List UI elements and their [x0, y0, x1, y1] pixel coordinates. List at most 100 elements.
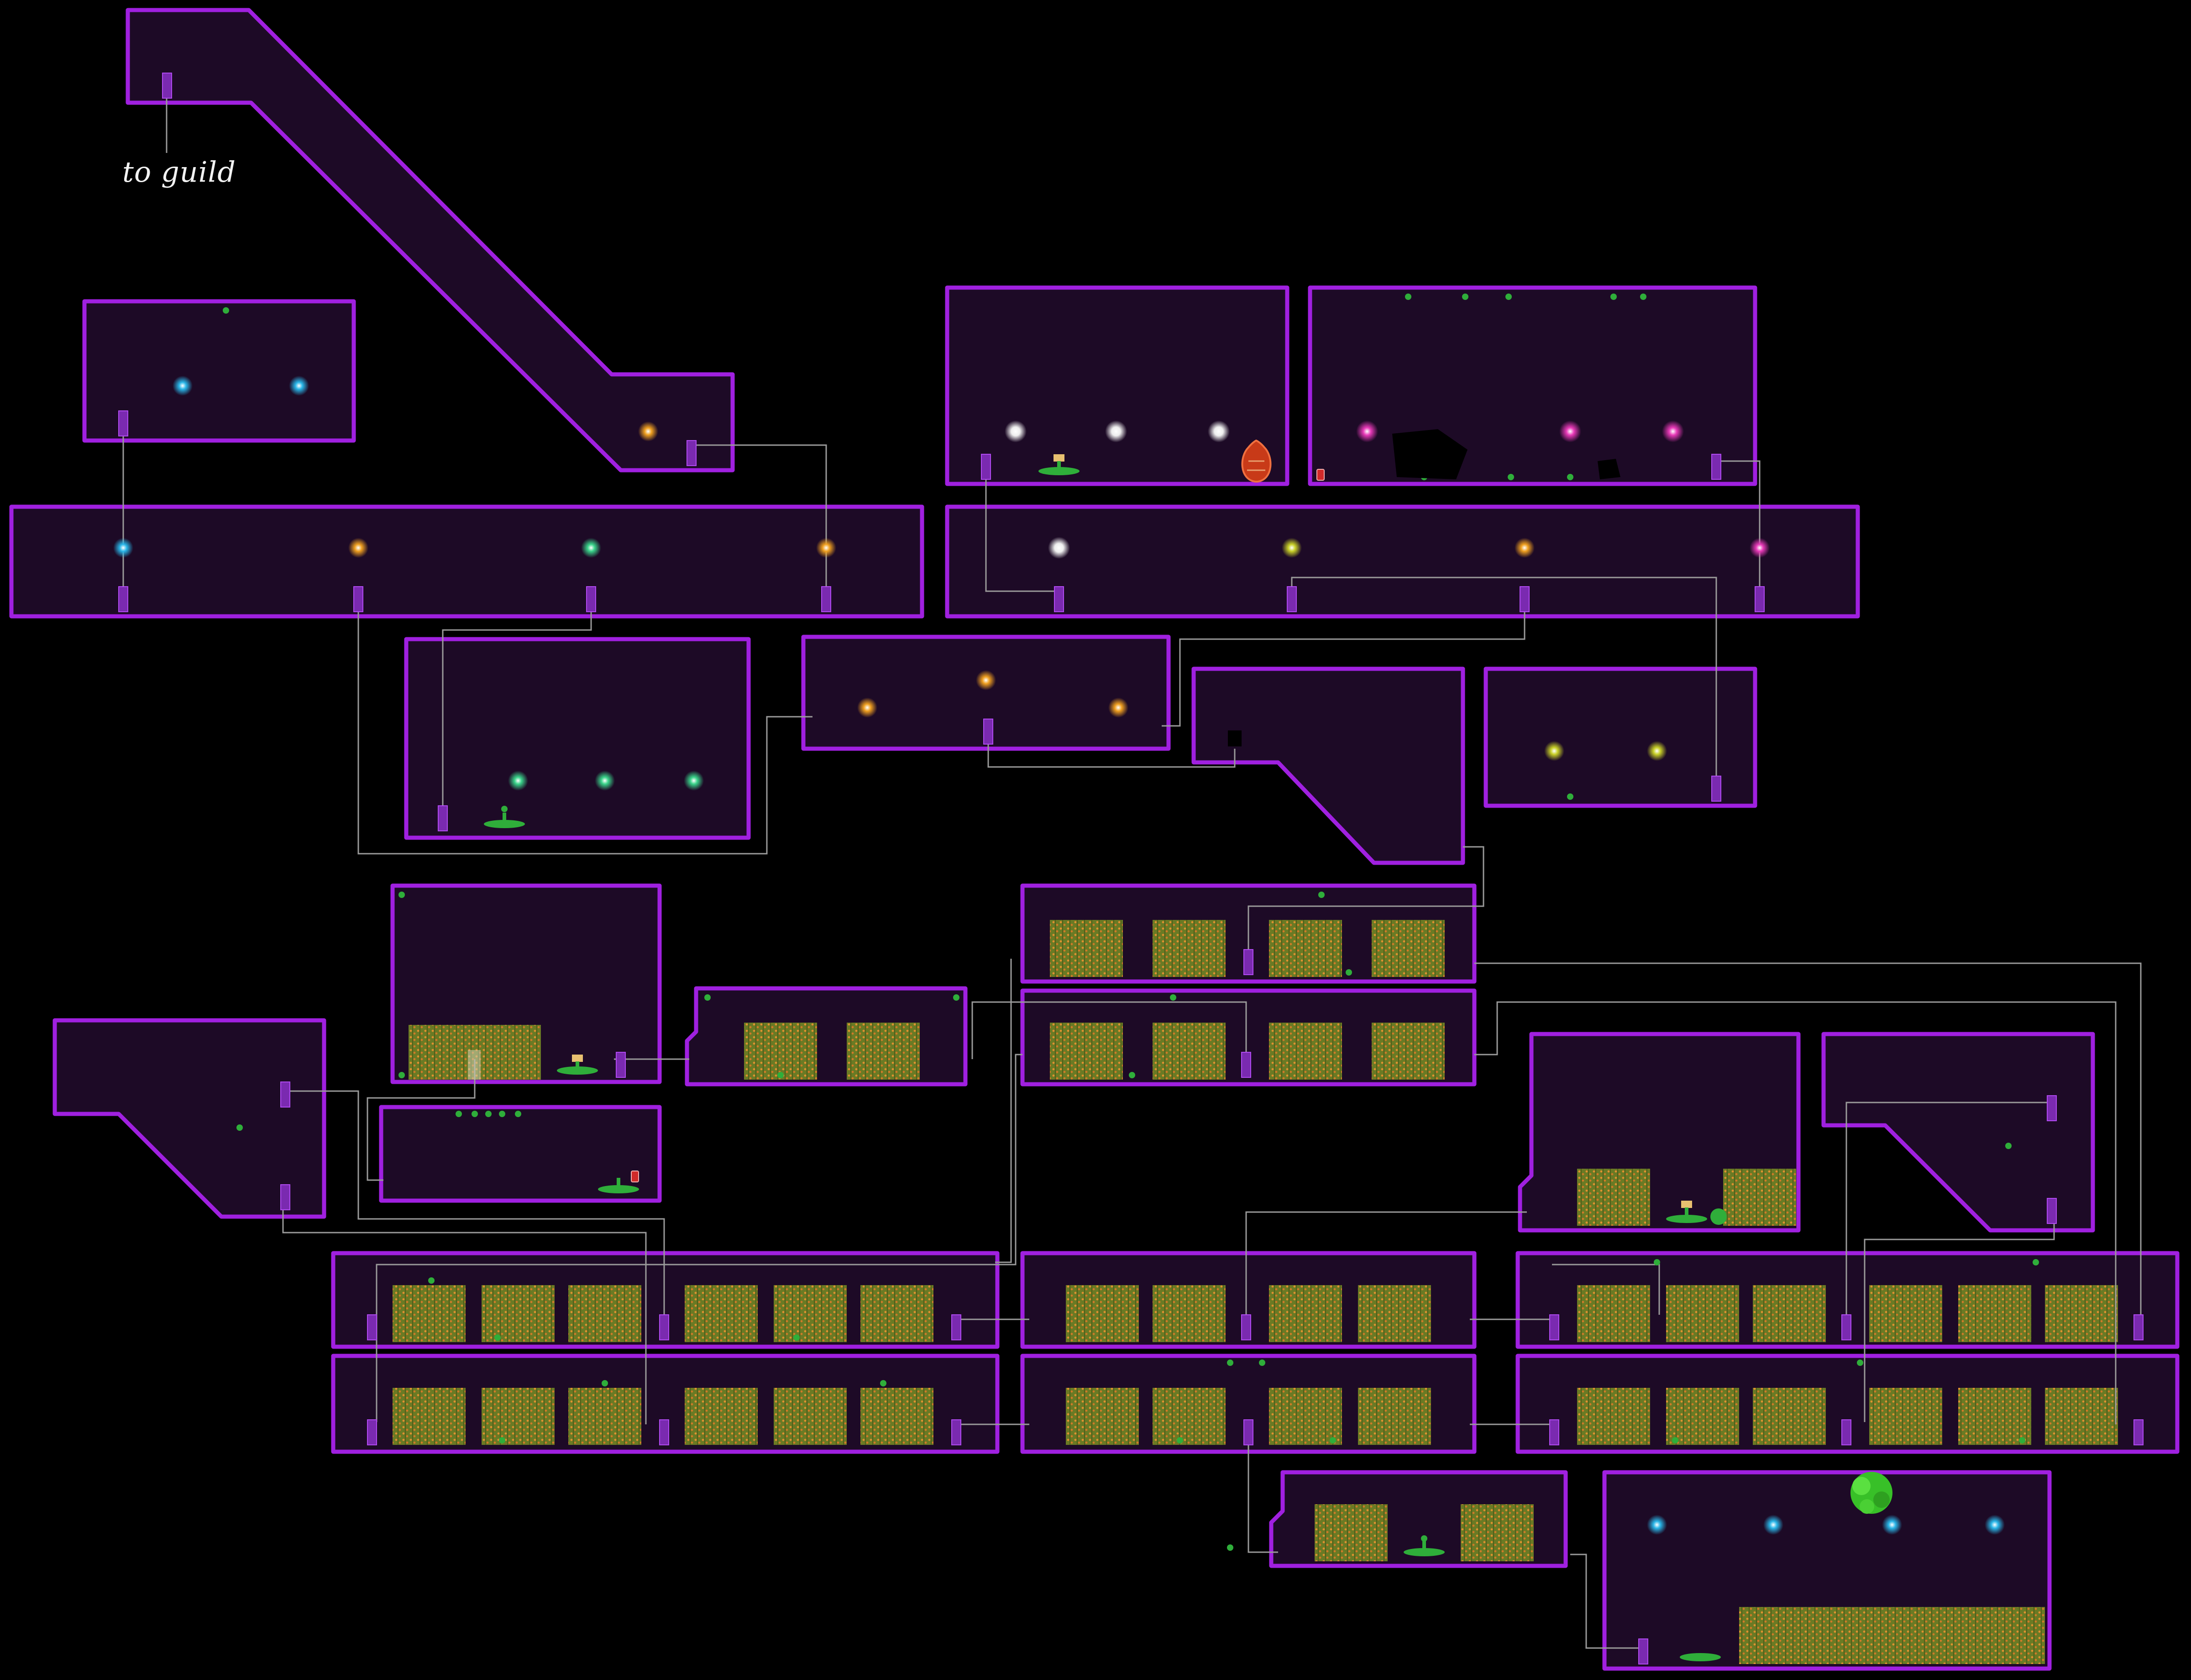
- room-ramp-west: [52, 1018, 326, 1219]
- door: [1841, 1314, 1851, 1340]
- door: [1549, 1314, 1559, 1340]
- room-yellow-orbs: [1483, 667, 1757, 808]
- light-orb-white: [1048, 537, 1070, 559]
- door: [659, 1419, 669, 1445]
- farm-mid-a-crops: [1066, 1285, 1431, 1342]
- door: [1243, 1419, 1253, 1445]
- room-ramp-east: [1821, 1032, 2095, 1233]
- dark-pit: [1392, 429, 1468, 479]
- item-pedestal: [1680, 1653, 1721, 1661]
- debris-layer: [1228, 429, 1620, 746]
- light-orb-yellow: [1544, 741, 1564, 761]
- dark-pit: [1598, 459, 1620, 479]
- door: [162, 73, 172, 99]
- light-orb-magenta: [1662, 420, 1684, 442]
- light-orb-orange: [348, 538, 368, 558]
- light-orb-green: [684, 771, 704, 791]
- door: [1241, 1314, 1251, 1340]
- light-orb-magenta: [1356, 420, 1378, 442]
- door: [1241, 1052, 1251, 1078]
- orbs-layer: [113, 376, 2005, 1535]
- light-orb-orange: [857, 698, 877, 718]
- item-pedestal: [1666, 1201, 1707, 1223]
- door: [616, 1052, 626, 1078]
- door: [118, 586, 128, 612]
- light-orb-yellow: [1647, 741, 1667, 761]
- farm-mid-b-crops: [1066, 1388, 1431, 1445]
- light-orb-orange: [1108, 698, 1128, 718]
- light-orb-magenta: [1559, 420, 1581, 442]
- door: [951, 1419, 961, 1445]
- crop-field: [1315, 1504, 1388, 1561]
- potion-icon: [631, 1171, 639, 1182]
- crop-fields-layer: [393, 920, 2118, 1664]
- room-long-west: [9, 504, 924, 619]
- door: [2047, 1095, 2057, 1121]
- item-pedestal: [1404, 1535, 1445, 1556]
- light-orb-white: [1105, 420, 1127, 442]
- door: [2133, 1314, 2144, 1340]
- door: [1711, 776, 1721, 802]
- door: [1755, 586, 1765, 612]
- door: [586, 586, 596, 612]
- crop-field: [744, 1023, 817, 1080]
- door: [1549, 1419, 1559, 1445]
- farm-sw-a-crops: [393, 1285, 933, 1342]
- item-pedestal: [484, 806, 525, 828]
- crop-field: [1739, 1607, 2045, 1664]
- light-orb-green: [581, 538, 601, 558]
- door: [367, 1314, 377, 1340]
- farm-sw-b-crops: [393, 1388, 933, 1445]
- room-guild-stair: [126, 8, 735, 472]
- light-orb-yellow: [1282, 538, 1302, 558]
- foliage-layer: [223, 294, 2039, 1551]
- room-white-orbs: [945, 285, 1289, 486]
- door: [367, 1419, 377, 1445]
- item-pedestal: [557, 1055, 598, 1075]
- light-orb-white: [1208, 420, 1230, 442]
- light-orb-blue: [289, 376, 309, 396]
- doors-layer: [118, 73, 2144, 1664]
- room-ramp-mid: [1191, 667, 1465, 865]
- door: [280, 1184, 290, 1210]
- items-layer: [468, 439, 1892, 1661]
- crop-field: [1723, 1169, 1796, 1226]
- door: [2047, 1198, 2057, 1224]
- room-hall-east: [945, 504, 1860, 619]
- dark-pit: [1228, 730, 1242, 746]
- door: [821, 586, 831, 612]
- room-crop-pair: [685, 986, 968, 1087]
- light-orb-blue: [1763, 1515, 1783, 1535]
- light-orb-orange: [976, 670, 996, 690]
- door: [983, 719, 993, 745]
- door: [438, 805, 448, 831]
- light-orb-blue: [173, 376, 193, 396]
- slime-blob-icon: [1710, 1208, 1727, 1225]
- light-orb-blue: [1647, 1515, 1667, 1535]
- room-blue-small: [82, 299, 356, 443]
- door: [118, 410, 128, 436]
- light-orb-orange: [1515, 538, 1535, 558]
- farm-north-a-crops: [1050, 920, 1445, 977]
- potion-icon: [1316, 469, 1325, 481]
- connector-lines: [122, 84, 2142, 1649]
- door: [951, 1314, 961, 1340]
- light-orb-blue: [1985, 1515, 2005, 1535]
- light-orb-green: [595, 771, 615, 791]
- door: [687, 440, 697, 466]
- door: [1054, 586, 1064, 612]
- light-orb-magenta: [1750, 538, 1770, 558]
- door: [981, 454, 991, 480]
- item-pedestal: [1038, 454, 1080, 475]
- door: [353, 586, 363, 612]
- farm-north-b-crops: [1050, 1023, 1445, 1080]
- door: [1638, 1638, 1648, 1664]
- room-green-orbs: [404, 637, 751, 840]
- glow-pillar: [468, 1050, 481, 1080]
- farm-se-a-crops: [1577, 1285, 2118, 1342]
- light-orb-orange: [638, 421, 658, 441]
- door: [2133, 1419, 2144, 1445]
- crop-field: [847, 1023, 920, 1080]
- door: [1243, 949, 1253, 975]
